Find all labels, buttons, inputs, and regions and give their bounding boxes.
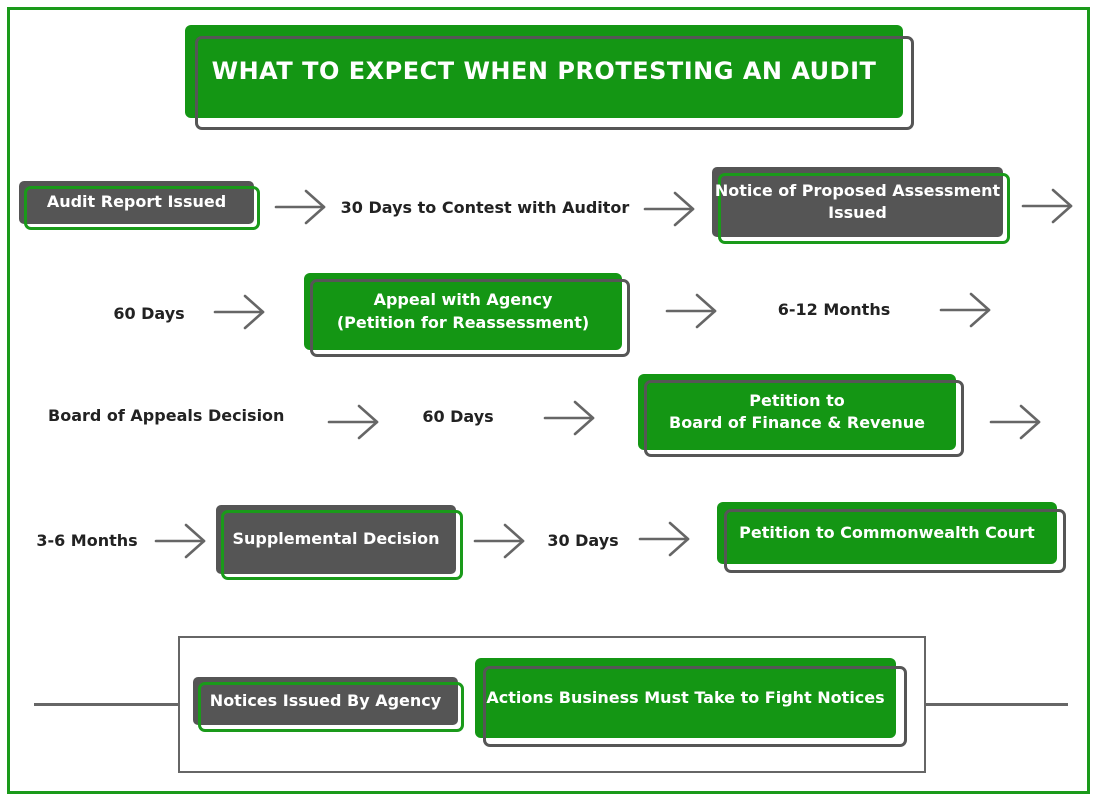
- petition-commonwealth-court-label: Petition to Commonwealth Court: [739, 522, 1035, 542]
- legend-notices-issued-label: Notices Issued By Agency: [209, 690, 442, 710]
- right-arrow-icon: [665, 293, 717, 329]
- audit-report-issued-label: Audit Report Issued: [46, 192, 227, 212]
- legend-actions-business-label: Actions Business Must Take to Fight Noti…: [486, 687, 885, 707]
- six-twelve-months-label: 6-12 Months: [777, 299, 891, 319]
- notice-proposed-fill: [712, 167, 1003, 237]
- audit-report-outline: [24, 186, 260, 230]
- title-fill: [185, 25, 903, 118]
- right-arrow-icon: [473, 523, 525, 559]
- right-arrow-icon: [1021, 188, 1073, 224]
- right-arrow-icon: [274, 189, 326, 225]
- notice-proposed-outline: [718, 173, 1010, 244]
- appeal-with-agency-label: Appeal with Agency (Petition for Reasses…: [336, 290, 590, 332]
- outer-frame: [7, 7, 1090, 794]
- right-arrow-icon: [154, 523, 206, 559]
- legend-notices-outline: [198, 682, 464, 732]
- contest-auditor-label: 30 Days to Contest with Auditor: [340, 197, 630, 217]
- title-outline: [195, 36, 914, 130]
- legend-notices-fill: [193, 677, 458, 725]
- right-arrow-icon: [939, 292, 991, 328]
- appeal-agency-outline: [310, 279, 630, 357]
- right-arrow-icon: [643, 191, 695, 227]
- appeal-agency-fill: [304, 273, 622, 350]
- right-arrow-icon: [213, 294, 265, 330]
- petition-bfr-outline: [644, 380, 964, 457]
- supplemental-decision-label: Supplemental Decision: [232, 529, 440, 549]
- right-arrow-icon: [327, 404, 379, 440]
- thirty-days-label: 30 Days: [547, 530, 619, 550]
- legend-actions-fill: [475, 658, 896, 738]
- supplemental-decision-outline: [221, 510, 463, 580]
- right-arrow-icon: [989, 404, 1041, 440]
- right-arrow-icon: [638, 521, 690, 557]
- sixty-days-label-2: 60 Days: [422, 406, 494, 426]
- supplemental-decision-fill: [216, 505, 456, 574]
- legend-actions-outline: [483, 666, 907, 747]
- three-six-months-label: 3-6 Months: [36, 530, 138, 550]
- petition-commonwealth-outline: [724, 509, 1066, 573]
- notice-proposed-assessment-label: Notice of Proposed Assessment Issued: [714, 180, 1001, 222]
- petition-bfr-fill: [638, 374, 956, 450]
- petition-commonwealth-fill: [717, 502, 1057, 564]
- right-arrow-icon: [543, 400, 595, 436]
- board-of-appeals-decision-label: Board of Appeals Decision: [48, 405, 285, 425]
- petition-board-finance-revenue-label: Petition to Board of Finance & Revenue: [669, 390, 925, 432]
- sixty-days-label-1: 60 Days: [113, 303, 185, 323]
- page-title: WHAT TO EXPECT WHEN PROTESTING AN AUDIT: [211, 56, 877, 85]
